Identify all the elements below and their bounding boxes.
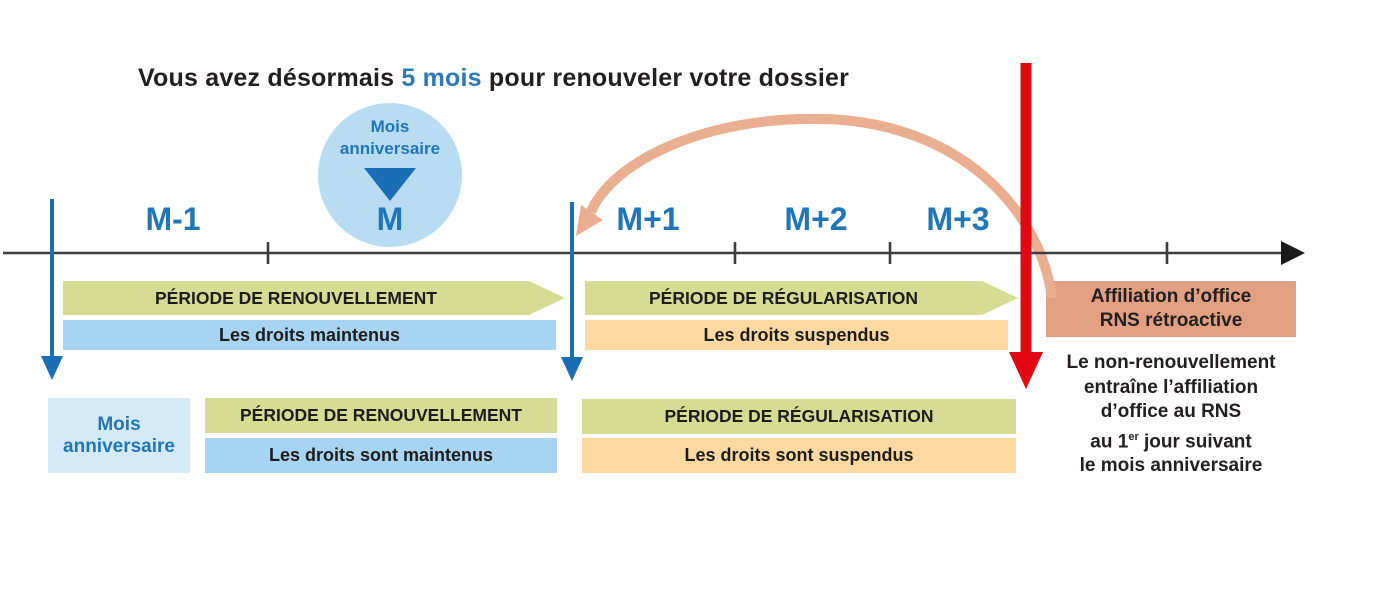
- timeline-axis-arrowhead-icon: [1281, 241, 1305, 265]
- retroactive-curve-arrowhead-icon: [576, 205, 603, 236]
- note-line4-superscript: er: [1128, 430, 1139, 443]
- month-label-m-minus-1: M-1: [145, 201, 201, 237]
- rights-maintained-band-bottom: Les droits sont maintenus: [205, 438, 557, 473]
- rights-maintained-band-bottom-label: Les droits sont maintenus: [268, 445, 494, 465]
- note-line3: d’office au RNS: [1100, 401, 1242, 422]
- rights-suspended-band-top-label: Les droits suspendus: [703, 324, 890, 345]
- rights-suspended-band-top: Les droits suspendus: [585, 320, 1008, 350]
- regularisation-period-band-top: PÉRIODE DE RÉGULARISATION: [585, 281, 1018, 315]
- blue-marker-arrow-right-head-icon: [561, 357, 583, 381]
- bubble-label-line2: anniversaire: [339, 139, 441, 158]
- renewal-period-band-top: PÉRIODE DE RENOUVELLEMENT: [63, 281, 565, 315]
- affiliation-office-box: Affiliation d’office RNS rétroactive: [1046, 281, 1296, 337]
- anniversary-box-line1: Mois: [97, 413, 141, 435]
- page-title: Vous avez désormais 5 mois pour renouvel…: [138, 64, 849, 93]
- rights-maintained-band-top: Les droits maintenus: [63, 320, 556, 350]
- title-highlight-5-mois: 5 mois: [401, 64, 482, 92]
- rights-maintained-band-top-label: Les droits maintenus: [218, 324, 401, 345]
- red-deadline-arrowhead-icon: [1009, 352, 1043, 389]
- month-label-m: M: [376, 201, 404, 237]
- note-line2: entraîne l’affiliation: [1083, 376, 1259, 398]
- note-line4-pre: au 1: [1090, 430, 1129, 452]
- note-line1: Le non-renouvellement: [1066, 352, 1276, 373]
- blue-marker-arrow-left-head-icon: [41, 356, 63, 380]
- rights-suspended-band-bottom-label: Les droits sont suspendus: [684, 445, 914, 465]
- note-line4: au 1er jour suivant: [1042, 425, 1300, 455]
- regularisation-period-band-bottom: PÉRIODE DE RÉGULARISATION: [582, 399, 1016, 434]
- renewal-period-band-bottom: PÉRIODE DE RENOUVELLEMENT: [205, 398, 557, 433]
- anniversary-box-line2: anniversaire: [63, 435, 175, 457]
- affiliation-line1: Affiliation d’office: [1090, 286, 1252, 307]
- renewal-period-band-top-label: PÉRIODE DE RENOUVELLEMENT: [155, 287, 437, 308]
- note-line5: le mois anniversaire: [1079, 455, 1263, 477]
- rights-suspended-band-bottom: Les droits sont suspendus: [582, 438, 1016, 473]
- note-line4-post: jour suivant: [1138, 430, 1252, 452]
- month-label-m-plus-1: M+1: [616, 201, 680, 237]
- down-triangle-icon: [364, 168, 416, 201]
- anniversary-month-box: Mois anniversaire: [48, 398, 190, 473]
- renewal-period-band-bottom-label: PÉRIODE DE RENOUVELLEMENT: [240, 405, 522, 425]
- regularisation-period-band-bottom-label: PÉRIODE DE RÉGULARISATION: [664, 406, 934, 426]
- title-suffix: pour renouveler votre dossier: [481, 64, 849, 92]
- month-label-m-plus-3: M+3: [926, 201, 990, 237]
- bubble-label-line1: Mois: [370, 117, 410, 136]
- regularisation-period-band-top-label: PÉRIODE DE RÉGULARISATION: [648, 287, 918, 308]
- affiliation-line2: RNS rétroactive: [1099, 310, 1243, 331]
- non-renewal-note: Le non-renouvellement entraîne l’affilia…: [1042, 351, 1300, 479]
- title-prefix: Vous avez désormais: [138, 64, 402, 92]
- month-label-m-plus-2: M+2: [784, 201, 848, 237]
- anniversary-month-circle-label: Mois anniversaire: [318, 116, 462, 160]
